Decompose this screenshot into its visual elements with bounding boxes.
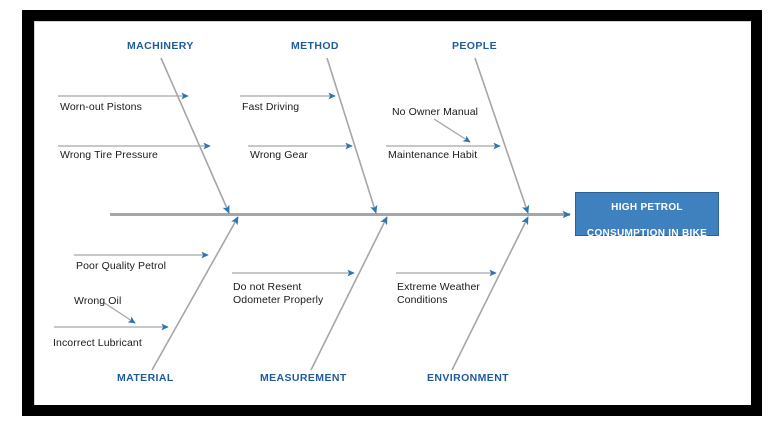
- cause-label-incorrect-lubricant[interactable]: Incorrect Lubricant: [53, 337, 142, 349]
- cause-label-maintenance-habit[interactable]: Maintenance Habit: [388, 149, 478, 161]
- cause-label-no-owner-manual[interactable]: No Owner Manual: [392, 106, 479, 118]
- rib-material: [151, 216, 239, 371]
- rib-measurement: [310, 216, 388, 371]
- category-label-material[interactable]: MATERIAL: [117, 372, 174, 384]
- cause-label-fast-driving[interactable]: Fast Driving: [242, 101, 300, 113]
- category-label-environment[interactable]: ENVIRONMENT: [427, 372, 509, 384]
- effect-box[interactable]: HIGH PETROL CONSUMPTION IN BIKE: [575, 192, 719, 239]
- cause-label-wrong-tire-pressure[interactable]: Wrong Tire Pressure: [60, 149, 158, 161]
- rib-machinery: [160, 57, 230, 214]
- category-label-method[interactable]: METHOD: [291, 40, 339, 52]
- rib-environment: [451, 216, 529, 371]
- rib-line-machinery: [160, 57, 230, 214]
- rib-line-environment: [451, 216, 529, 371]
- category-label-machinery[interactable]: MACHINERY: [127, 40, 194, 52]
- effect-box-label: HIGH PETROL CONSUMPTION IN BIKE: [587, 188, 707, 240]
- effect-line-1: HIGH PETROL: [611, 202, 683, 213]
- cause-label-poor-quality-petrol[interactable]: Poor Quality Petrol: [76, 260, 167, 272]
- cause-label-wrong-oil[interactable]: Wrong Oil: [74, 295, 122, 307]
- subbranch-no-owner-manual: [433, 118, 471, 143]
- category-label-measurement[interactable]: MEASUREMENT: [260, 372, 347, 384]
- cause-label-odometer-line2[interactable]: Odometer Properly: [233, 294, 324, 306]
- cause-label-worn-out-pistons[interactable]: Worn-out Pistons: [60, 101, 142, 113]
- subbranch-wrong-oil: [102, 301, 136, 324]
- cause-label-weather-line2[interactable]: Conditions: [397, 294, 448, 306]
- cause-label-odometer-line1[interactable]: Do not Resent: [233, 281, 302, 293]
- rib-method: [326, 57, 378, 214]
- effect-line-2: CONSUMPTION IN BIKE: [586, 228, 708, 239]
- rib-line-method: [326, 57, 378, 214]
- rib-line-people: [474, 57, 530, 214]
- rib-line-material: [151, 216, 239, 371]
- category-label-people[interactable]: PEOPLE: [452, 40, 497, 52]
- rib-line-measurement: [310, 216, 388, 371]
- cause-label-weather-line1[interactable]: Extreme Weather: [397, 281, 481, 293]
- cause-label-wrong-gear[interactable]: Wrong Gear: [250, 149, 308, 161]
- rib-people: [474, 57, 530, 214]
